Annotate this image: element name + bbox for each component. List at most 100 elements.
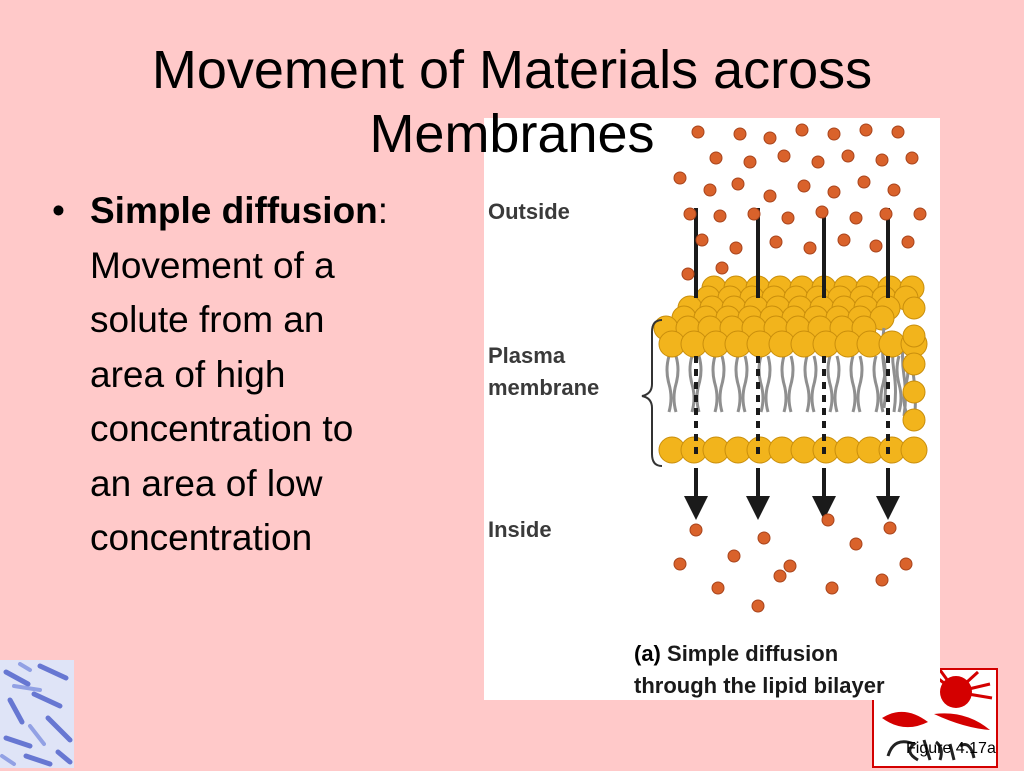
- lipid-tail: [895, 355, 903, 413]
- lipid-tail: [856, 355, 864, 413]
- solute-particle: [883, 521, 897, 535]
- solute-particle: [913, 207, 927, 221]
- slide-title: Movement of Materials across Membranes: [40, 38, 984, 166]
- solute-particle: [747, 207, 761, 221]
- solute-particle: [751, 599, 765, 613]
- solute-particle: [825, 581, 839, 595]
- lipid-head: [900, 436, 928, 464]
- solute-particle: [703, 183, 717, 197]
- lipid-head: [902, 380, 926, 404]
- solute-particle: [743, 155, 757, 169]
- slide-title-line-1: Movement of Materials across: [151, 40, 873, 100]
- membrane-bottom-heads: [658, 436, 928, 464]
- solute-particle: [803, 241, 817, 255]
- inside-label: Inside: [488, 517, 552, 542]
- lipid-tail: [833, 355, 841, 413]
- lipid-tail: [665, 355, 673, 413]
- solute-particle: [821, 513, 835, 527]
- lipid-tail: [826, 355, 834, 413]
- bullet-term: Simple diffusion: [90, 190, 378, 231]
- solute-particle: [901, 235, 915, 249]
- solute-particle: [673, 171, 687, 185]
- caption-line-1: Simple diffusion: [667, 641, 839, 666]
- solute-particle: [905, 151, 919, 165]
- solute-particle: [887, 183, 901, 197]
- arrow-head: [876, 496, 900, 520]
- bullet-line-6: concentration: [90, 517, 313, 558]
- lipid-tail: [741, 355, 749, 413]
- bullet-line-5: an area of low: [90, 462, 323, 504]
- solute-particle: [773, 569, 787, 583]
- bullet-line-4: concentration to: [90, 408, 354, 449]
- membrane-brace: [641, 319, 663, 467]
- solute-particle: [849, 537, 863, 551]
- lipid-tail: [734, 355, 742, 413]
- solute-particle: [731, 177, 745, 191]
- solute-particle: [757, 531, 771, 545]
- caption-letter: (a): [634, 641, 661, 666]
- lipid-tail: [872, 355, 880, 413]
- lipid-head: [902, 352, 926, 376]
- solute-particle: [769, 235, 783, 249]
- lipid-tail: [764, 355, 772, 413]
- solute-particle: [673, 557, 687, 571]
- lipid-tail: [695, 355, 703, 413]
- outside-label: Outside: [488, 199, 570, 224]
- solute-particle: [899, 557, 913, 571]
- solute-particle: [783, 559, 797, 573]
- lipid-head: [902, 324, 926, 348]
- bullet-line-1: Movement of a: [90, 244, 335, 286]
- solute-particle: [763, 131, 777, 145]
- lipid-tail: [688, 355, 696, 413]
- solute-particle: [681, 267, 695, 281]
- lipid-tail: [672, 355, 680, 413]
- solute-particle: [797, 179, 811, 193]
- bullet-marker: •: [52, 190, 65, 231]
- solute-particle: [683, 207, 697, 221]
- microscope-cells-icon: [0, 660, 74, 768]
- solute-particles: [673, 123, 927, 613]
- solute-particle: [875, 153, 889, 167]
- membrane-label-line-2: membrane: [488, 375, 600, 400]
- lipid-tail: [849, 355, 857, 413]
- bullet-term-colon: :: [377, 190, 389, 231]
- figure-reference: Figure 4.17a: [906, 740, 996, 757]
- solute-particle: [729, 241, 743, 255]
- solute-particle: [711, 581, 725, 595]
- arrow-head: [812, 496, 836, 520]
- slide-title-line-2: Membranes: [369, 104, 655, 164]
- solute-particle: [709, 151, 723, 165]
- lipid-tail: [718, 355, 726, 413]
- membrane-label-line-1: Plasma: [488, 343, 566, 368]
- caption-line-2: through the lipid bilayer: [634, 673, 885, 698]
- lipid-head: [902, 296, 926, 320]
- arrow-head: [684, 496, 708, 520]
- solute-particle: [815, 205, 829, 219]
- solute-particle: [795, 123, 809, 137]
- diffusion-arrows: [684, 208, 900, 520]
- solute-particle: [777, 149, 791, 163]
- bullet-item-simple-diffusion: • Simple diffusion: Movement of a solute…: [52, 184, 472, 566]
- skyline-logo-icon: [882, 669, 993, 762]
- solute-particle: [715, 261, 729, 275]
- diffusion-illustration: [641, 123, 928, 613]
- bullet-line-3: area of high: [90, 353, 286, 395]
- solute-particle: [837, 233, 851, 247]
- bullet-list: • Simple diffusion: Movement of a solute…: [52, 184, 472, 566]
- membrane-front-heads: [658, 296, 928, 432]
- lipid-head: [902, 408, 926, 432]
- lipid-tail: [787, 355, 795, 413]
- solute-particle: [781, 211, 795, 225]
- solute-particle: [859, 123, 873, 137]
- lipid-tail: [803, 355, 811, 413]
- microscope-image: [0, 660, 74, 768]
- solute-particle: [811, 155, 825, 169]
- solute-particle: [691, 125, 705, 139]
- solute-particle: [827, 127, 841, 141]
- diffusion-figure: Outside Plasma membrane Inside (a) Simpl…: [484, 118, 940, 700]
- figure-caption: (a) Simple diffusion through the lipid b…: [634, 638, 934, 702]
- solute-particle: [689, 523, 703, 537]
- bullet-line-2: solute from an: [90, 299, 325, 340]
- arrow-head: [746, 496, 770, 520]
- solute-particle: [827, 185, 841, 199]
